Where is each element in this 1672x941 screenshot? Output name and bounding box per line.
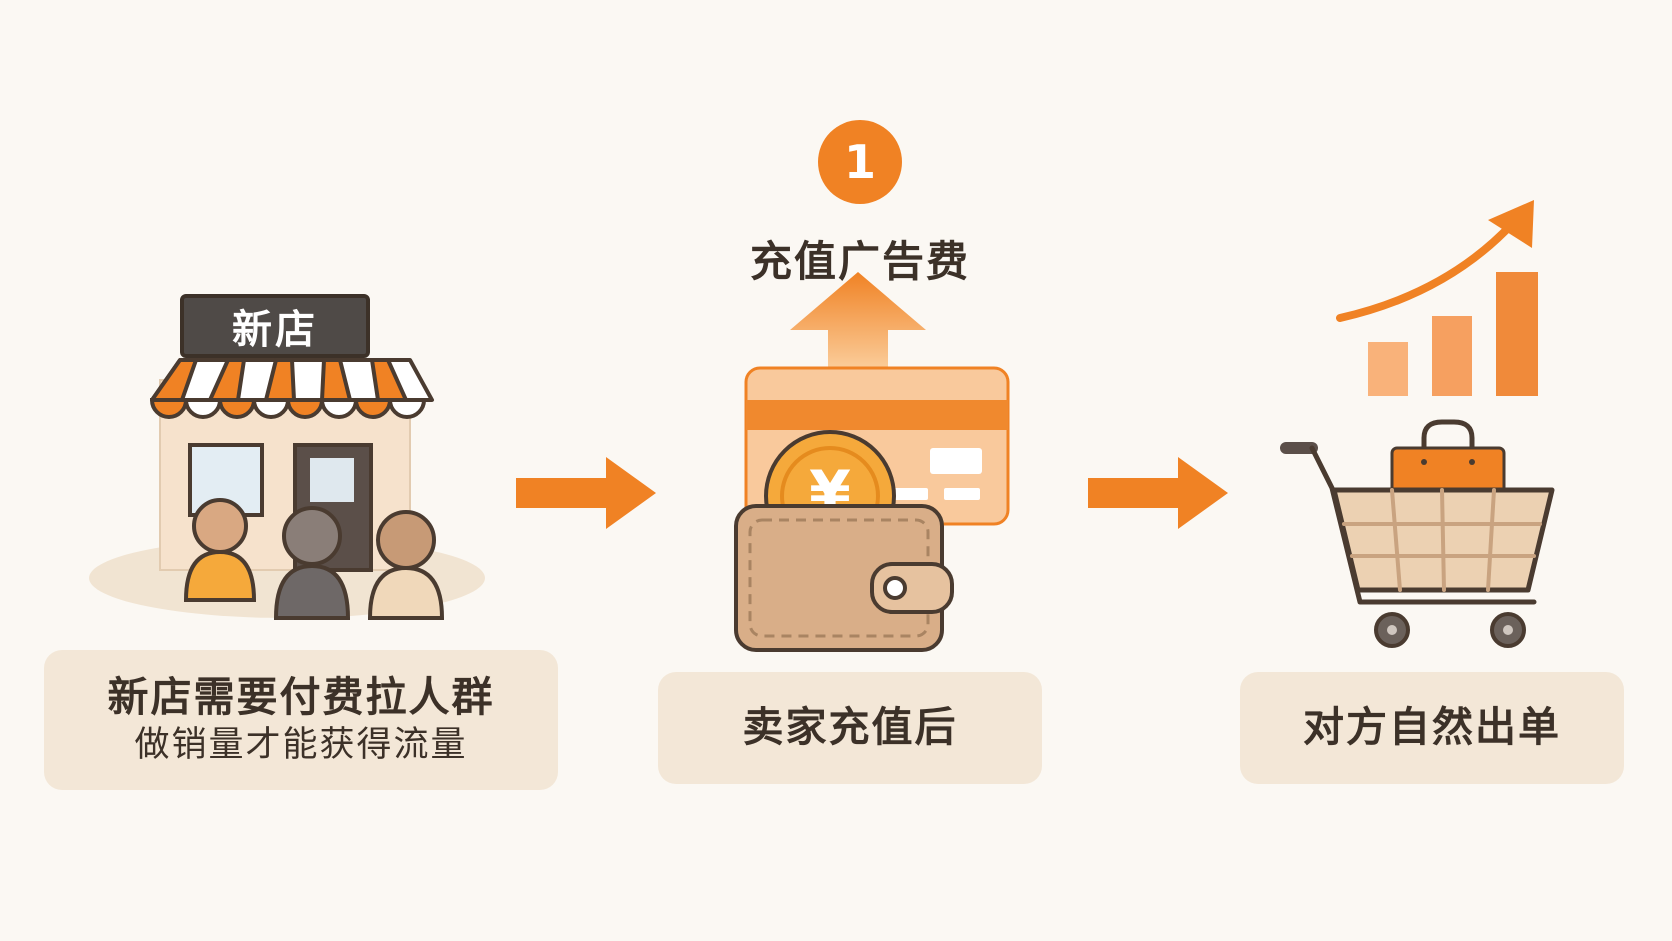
bar-chart-icon bbox=[1368, 272, 1538, 396]
arrow-right-icon bbox=[516, 457, 656, 529]
store-caption-main: 新店需要付费拉人群 bbox=[107, 672, 495, 721]
orders-caption-text: 对方自然出单 bbox=[1303, 703, 1561, 752]
crowd-icon bbox=[183, 498, 445, 620]
up-arrow-icon bbox=[790, 272, 926, 372]
recharge-caption: 卖家充值后 bbox=[658, 672, 1042, 784]
store-caption-sub: 做销量才能获得流量 bbox=[134, 724, 468, 765]
shopping-cart-icon bbox=[1280, 442, 1555, 648]
wallet-icon bbox=[734, 504, 954, 652]
arrow-right-icon bbox=[1088, 457, 1228, 529]
store-caption: 新店需要付费拉人群 做销量才能获得流量 bbox=[44, 650, 558, 790]
orders-caption: 对方自然出单 bbox=[1240, 672, 1624, 784]
recharge-caption-text: 卖家充值后 bbox=[742, 703, 958, 752]
step-number-badge: 1 bbox=[818, 120, 902, 204]
trend-arrow-icon bbox=[1336, 200, 1534, 322]
store-sign-text: 新店 bbox=[232, 307, 318, 353]
store-sign: 新店 bbox=[180, 294, 370, 358]
